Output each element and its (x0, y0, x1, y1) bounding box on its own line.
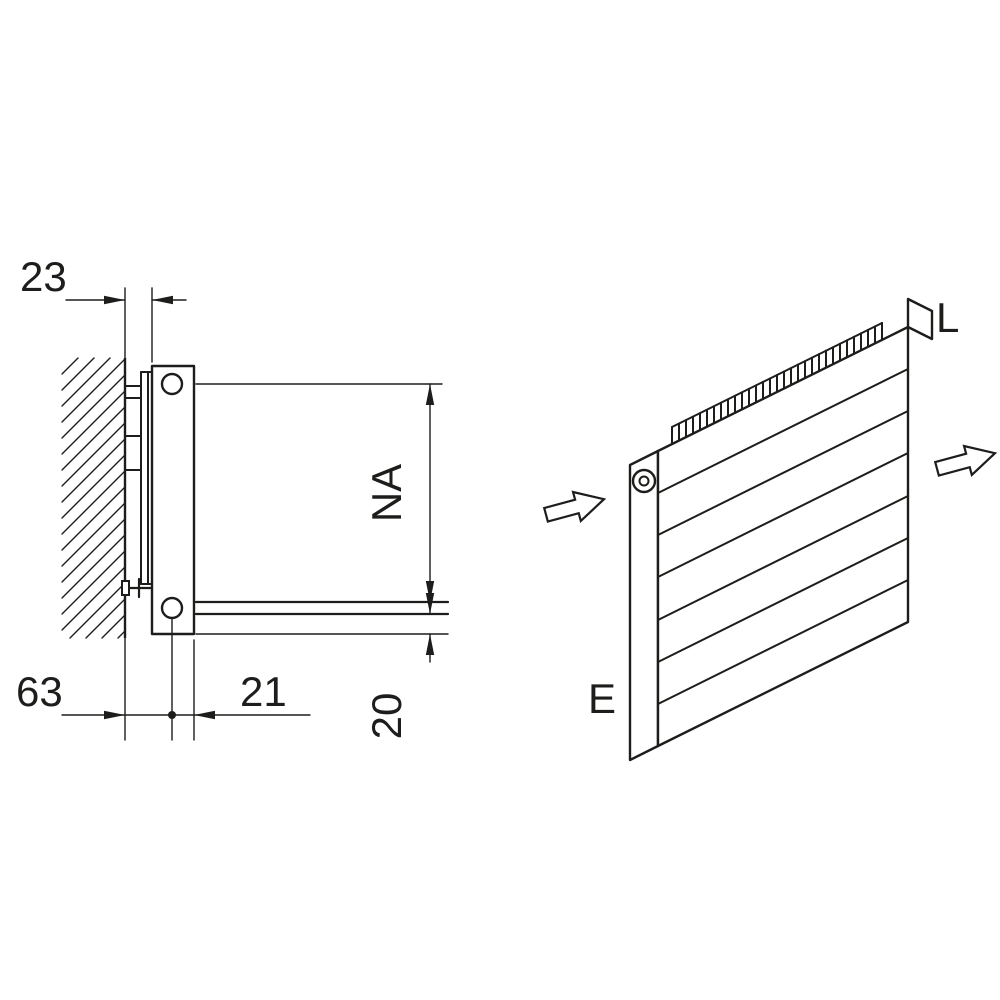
dim-label-63: 63 (16, 668, 63, 715)
right-end-cap-tab (906, 297, 934, 341)
valve-fitting (121, 577, 154, 599)
mounting-bracket (124, 371, 153, 585)
side-view: 23 NA 20 63 21 (16, 253, 450, 741)
arrowhead-up (425, 634, 435, 655)
dim-label-20: 20 (363, 693, 410, 740)
top-hub-connection (160, 372, 184, 396)
wall-hatching (61, 357, 126, 639)
arrowhead-down (425, 593, 435, 614)
dimension-20: 20 (195, 589, 449, 740)
iso-view: L E (542, 294, 998, 762)
dim-label-23: 23 (20, 253, 67, 300)
dimension-63-21: 63 21 (16, 617, 311, 741)
left-end-cap (628, 449, 660, 762)
pipe-lines (194, 600, 450, 616)
radiator-iso-body (628, 325, 910, 762)
inlet-flow-arrow-icon (542, 490, 607, 524)
dimension-23: 23 (20, 253, 187, 363)
label-e: E (588, 675, 616, 722)
arrowhead-left (152, 295, 173, 305)
arrowhead-up (425, 384, 435, 405)
arrowhead-right (104, 295, 125, 305)
dim-label-na: NA (363, 464, 410, 522)
bottom-hub-connection (160, 596, 184, 620)
dimension-dot-terminator (168, 711, 176, 719)
outlet-flow-arrow-icon (933, 444, 998, 478)
dim-label-21: 21 (240, 668, 287, 715)
arrowhead-left (194, 710, 215, 720)
radiator-profile (150, 364, 196, 636)
dimension-na: NA (195, 383, 443, 603)
arrowhead-right (104, 710, 125, 720)
convector-fins (671, 321, 883, 445)
hub-connection (631, 468, 657, 494)
label-l: L (936, 294, 959, 341)
panel-slats (657, 368, 909, 705)
front-panel (656, 325, 910, 748)
